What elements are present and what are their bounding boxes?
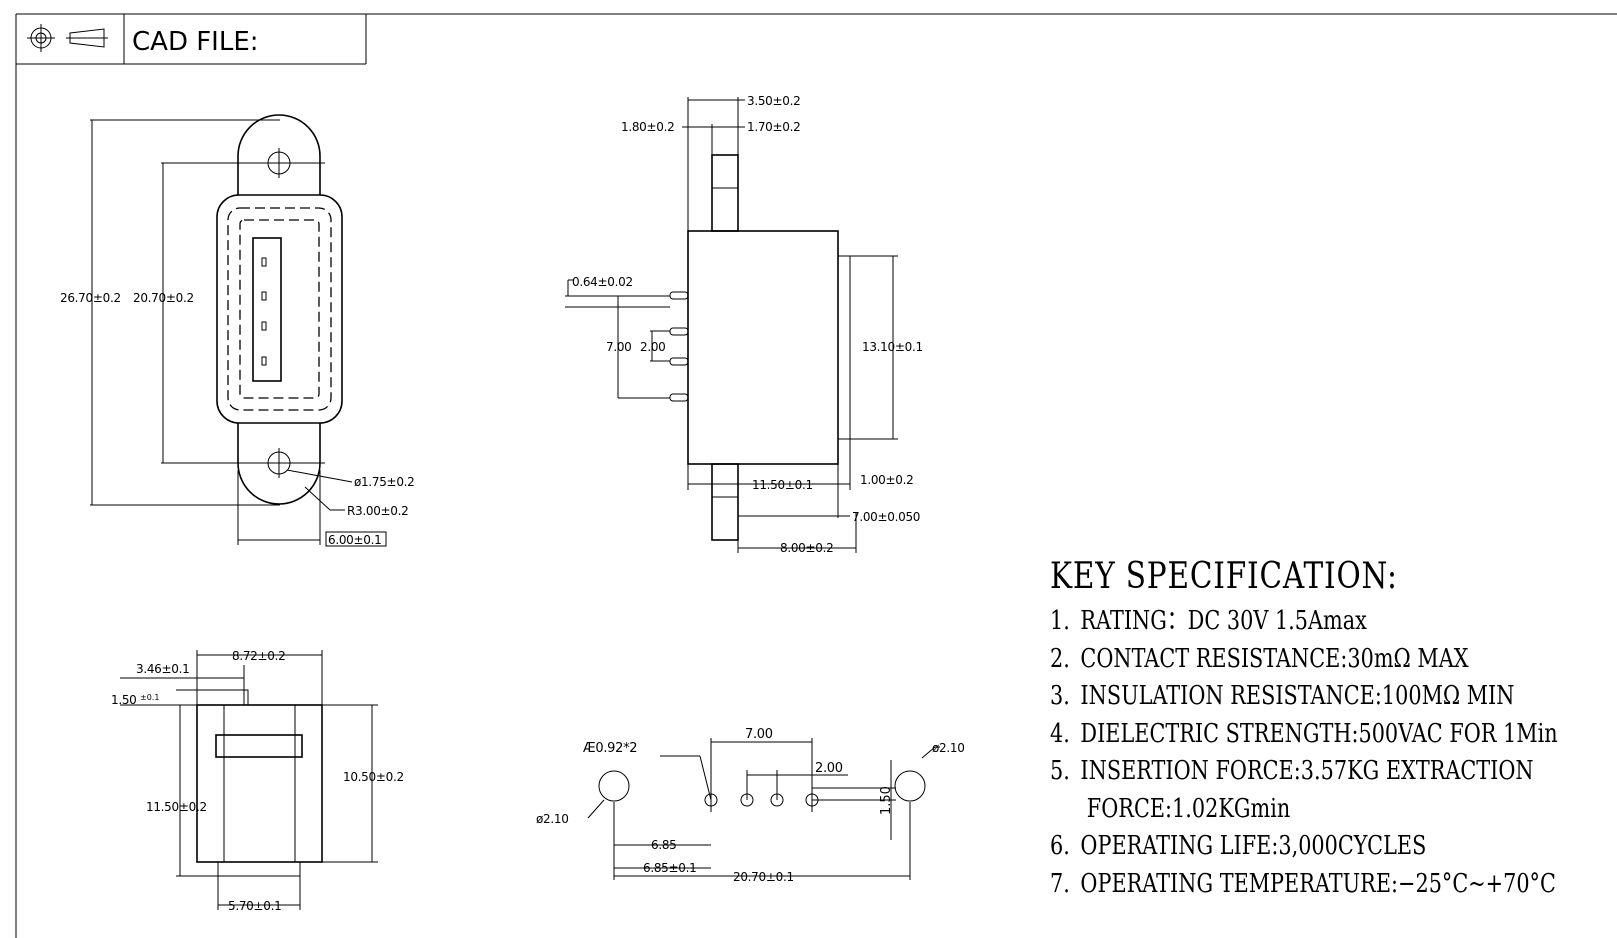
top-view: 8.72±0.2 3.46±0.1 1.50 ±0.1 10.50±0.2 11… <box>111 649 404 913</box>
dim-hole-to-pin-tol: 6.85±0.1 <box>643 861 696 875</box>
dim-left-hole: ø2.10 <box>536 812 569 826</box>
dim-pcb-pin-span: 7.00 <box>745 727 773 742</box>
dim-body-depth: 3.50±0.2 <box>747 94 800 108</box>
dim-right-hole: ø2.10 <box>932 741 965 755</box>
dim-flange-step: 1.50 <box>111 693 137 707</box>
spec-item: 4.DIELECTRIC STRENGTH:500VAC FOR 1Min <box>1050 718 1558 749</box>
spec-item: 6.OPERATING LIFE:3,000CYCLES <box>1050 831 1427 861</box>
dim-flange-radius: R3.00±0.2 <box>347 504 409 518</box>
pcb-layout: Æ0.92*2 7.00 2.00 ø2.10 ø2.10 1.50 6.85 … <box>536 727 965 884</box>
dim-pin-pitch: 2.00 <box>640 340 666 354</box>
cad-file-label: CAD FILE: <box>132 27 259 57</box>
dim-bottom-width: 5.70±0.1 <box>228 899 281 913</box>
dim-pin-hole-size: Æ0.92*2 <box>583 741 637 756</box>
title-block: CAD FILE: <box>16 14 367 65</box>
dim-overall-height: 26.70±0.2 <box>60 291 121 305</box>
dim-hole-to-pin: 6.85 <box>651 838 677 852</box>
side-view: 3.50±0.2 1.80±0.2 1.70±0.2 0.64±0.02 7.0… <box>565 94 923 555</box>
dim-hole-pitch-pcb: 20.70±0.1 <box>733 870 794 884</box>
spec-item: 5.INSERTION FORCE:3.57KG EXTRACTION <box>1050 756 1534 786</box>
spec-item: 1.RATING：DC 30V 1.5Amax <box>1050 606 1367 636</box>
dim-plug-protrusion: 1.00±0.2 <box>860 473 913 487</box>
spec-title: KEY SPECIFICATION: <box>1050 556 1398 597</box>
dim-body-length: 11.50±0.1 <box>752 478 813 492</box>
sheet-border <box>15 13 1617 938</box>
dim-pcb-pin-pitch: 2.00 <box>815 761 843 776</box>
dim-flange-thickness: 1.70±0.2 <box>747 120 800 134</box>
dim-flange-step-tol: ±0.1 <box>140 693 159 702</box>
spec-item: 3.INSULATION RESISTANCE:100MΩ MIN <box>1050 681 1515 711</box>
dim-pin-offset: 1.50 <box>879 786 894 815</box>
dim-top-width: 8.72±0.2 <box>232 649 285 663</box>
spec-item-continuation: FORCE:1.02KGmin <box>1086 793 1291 824</box>
dim-plug-height: 13.10±0.1 <box>862 340 923 354</box>
key-specification: KEY SPECIFICATION: 1.RATING：DC 30V 1.5Am… <box>1050 556 1610 903</box>
projection-symbol-icon <box>27 24 108 52</box>
dim-top-height: 10.50±0.2 <box>343 770 404 784</box>
dim-flange-offset: 1.80±0.2 <box>621 120 674 134</box>
spec-item: 7.OPERATING TEMPERATURE:−25°C~+70°C <box>1050 868 1556 899</box>
dim-plug-offset: 7.00±0.050 <box>852 510 920 524</box>
dim-flange-pos: 3.46±0.1 <box>136 662 189 676</box>
dim-hole-diameter: ø1.75±0.2 <box>354 475 415 489</box>
spec-item: 2.CONTACT RESISTANCE:30mΩ MAX <box>1050 643 1469 674</box>
dim-hole-pitch: 20.70±0.2 <box>133 291 194 305</box>
dim-flange-width: 6.00±0.1 <box>328 533 381 547</box>
dim-total-height: 11.50±0.2 <box>146 800 207 814</box>
front-view: 26.70±0.2 20.70±0.2 ø1.75±0.2 R3.00±0.2 … <box>60 114 415 547</box>
dim-pin-width: 0.64±0.02 <box>572 275 633 289</box>
dim-pin-span: 7.00 <box>606 340 632 354</box>
dim-overall-depth: 8.00±0.2 <box>780 541 833 555</box>
